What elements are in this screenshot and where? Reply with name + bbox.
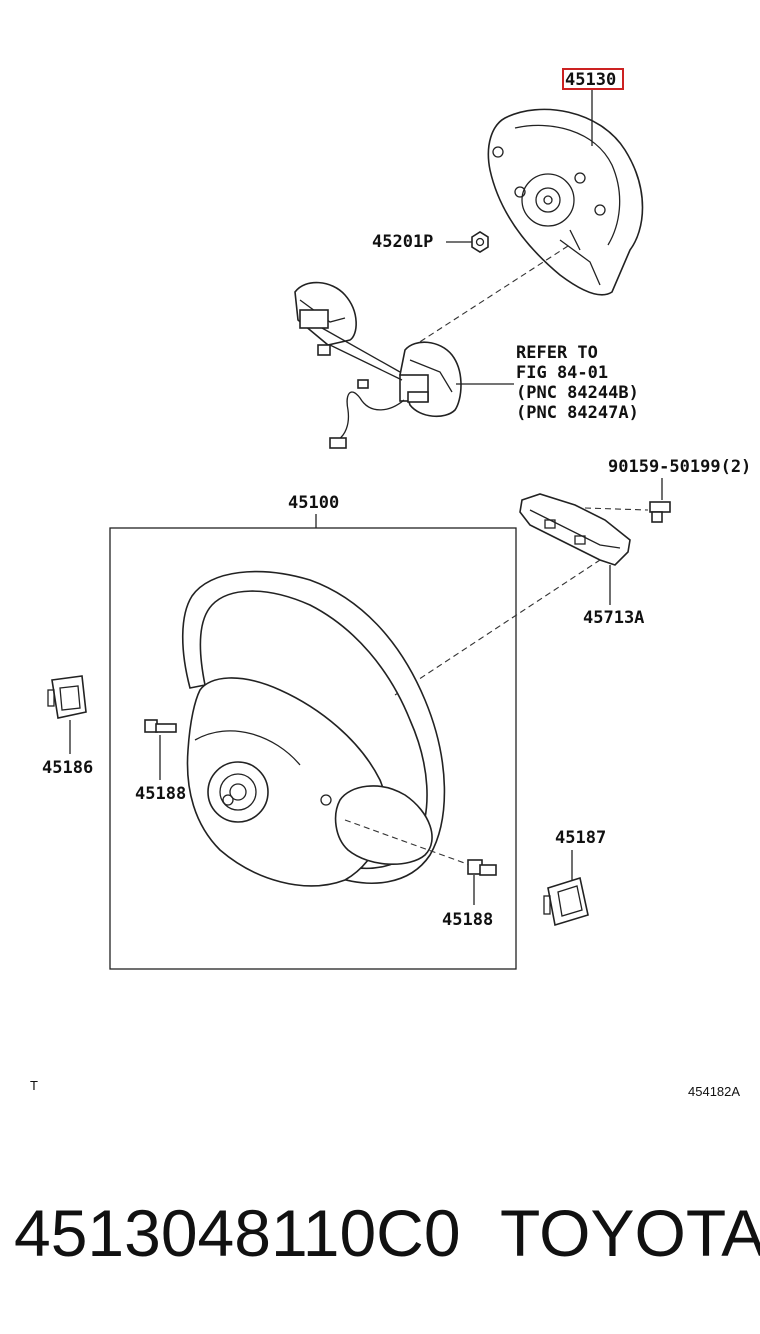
footer-left-mark: T	[30, 1078, 38, 1093]
refer-line-4[interactable]: (PNC 84247A)	[516, 403, 639, 423]
bolt-90159[interactable]	[649, 501, 671, 523]
label-90159-50199[interactable]: 90159-50199(2)	[608, 457, 751, 477]
label-45713a[interactable]: 45713A	[583, 608, 644, 628]
label-45187[interactable]: 45187	[555, 828, 606, 848]
bolt-45188-right[interactable]	[467, 859, 497, 876]
cap-45187[interactable]	[543, 876, 589, 927]
airbag-cover-45130[interactable]	[487, 108, 644, 296]
refer-line-3[interactable]: (PNC 84244B)	[516, 383, 639, 403]
bracket-45713a[interactable]	[519, 493, 631, 566]
caption-part-number: 4513048110C0	[14, 1196, 461, 1270]
refer-line-1: REFER TO	[516, 343, 598, 363]
highlight-box	[562, 68, 624, 90]
illustration-code: 454182A	[688, 1084, 740, 1099]
steering-wheel-45100[interactable]	[181, 570, 446, 887]
label-45186[interactable]: 45186	[42, 758, 93, 778]
nut-45201p[interactable]	[471, 231, 489, 253]
refer-line-2: FIG 84-01	[516, 363, 608, 383]
caption-brand: TOYOTA	[500, 1196, 760, 1270]
cap-45186[interactable]	[47, 675, 87, 719]
steering-switch-assembly[interactable]	[294, 281, 462, 449]
bolt-45188-left[interactable]	[144, 719, 177, 733]
group-frame-45100	[109, 527, 517, 970]
label-45188-left[interactable]: 45188	[135, 784, 186, 804]
label-45188-right[interactable]: 45188	[442, 910, 493, 930]
label-45201p[interactable]: 45201P	[372, 232, 433, 252]
label-45130[interactable]: 45130	[565, 70, 616, 90]
label-45100[interactable]: 45100	[288, 493, 339, 513]
